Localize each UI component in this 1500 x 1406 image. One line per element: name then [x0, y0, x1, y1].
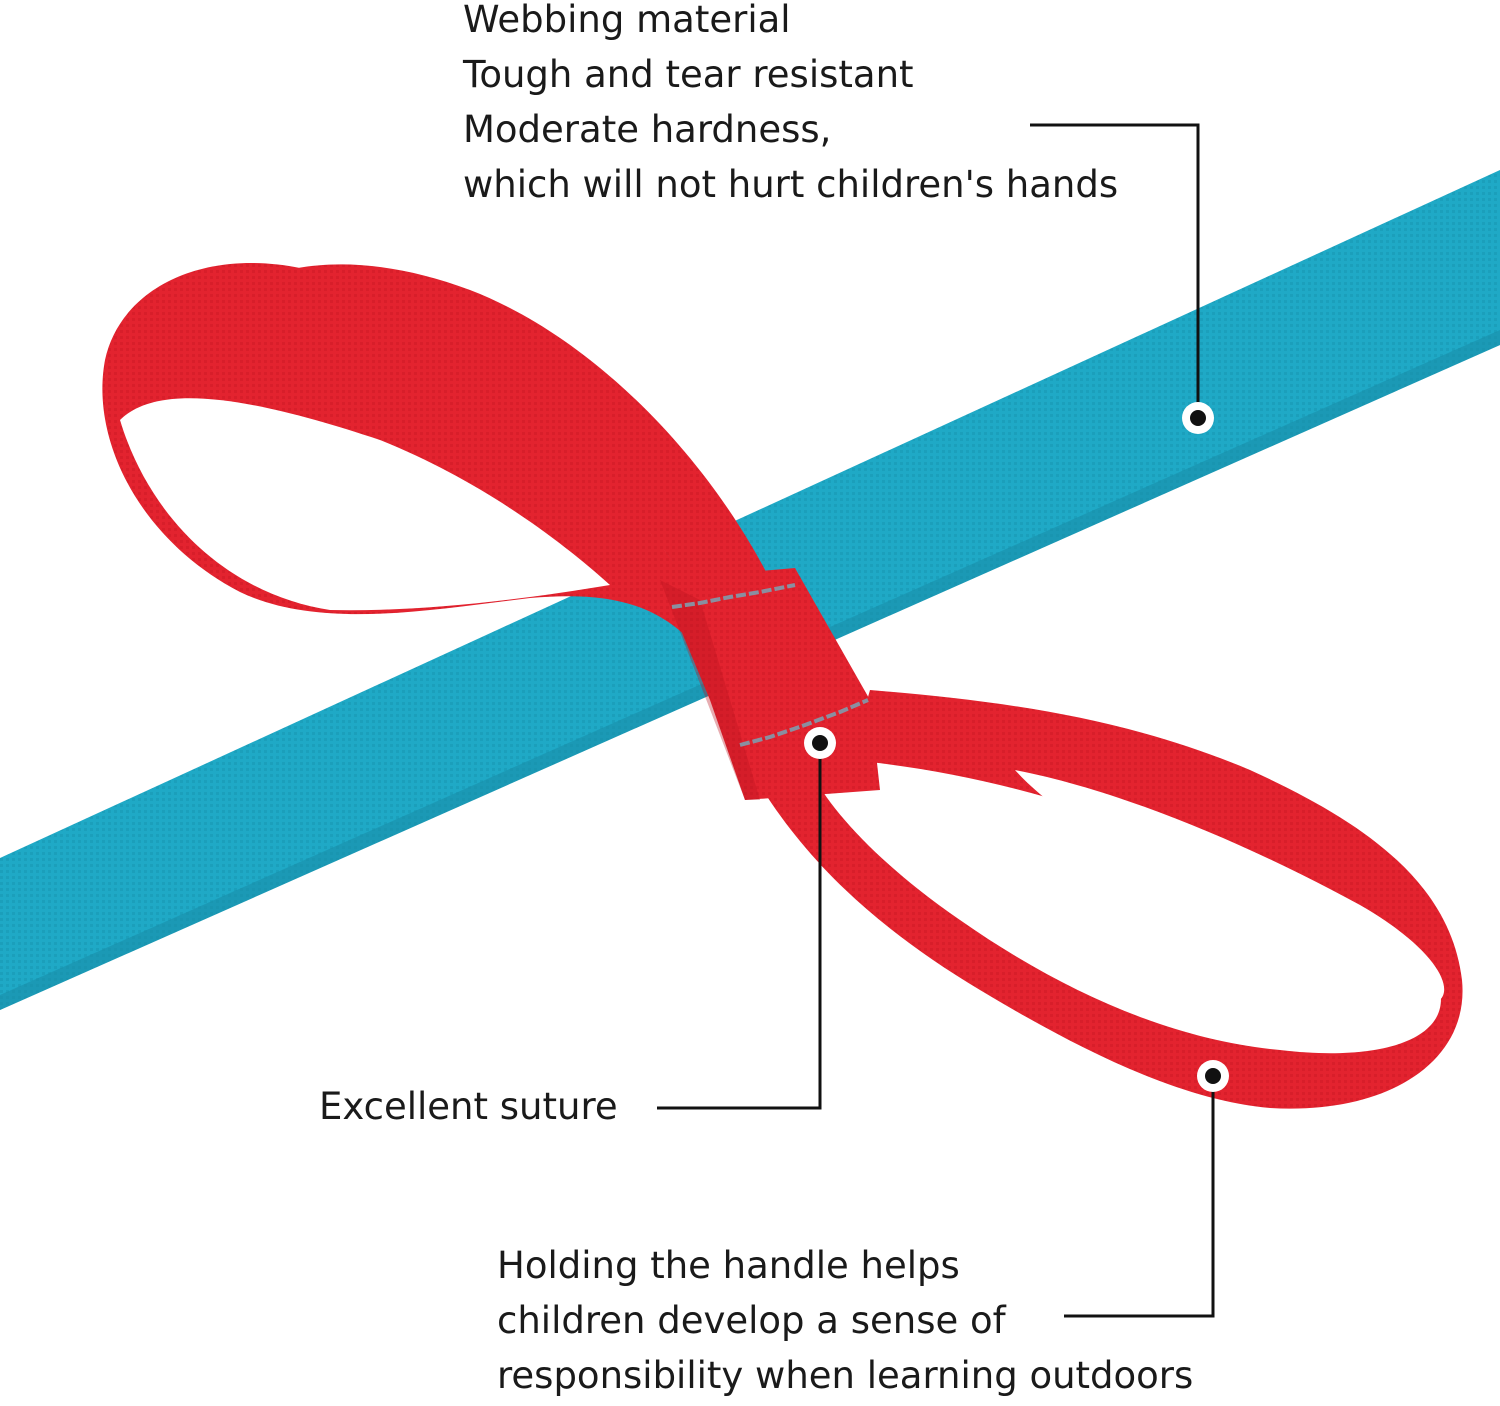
- red-handle-lower-hole: [1015, 770, 1445, 1000]
- callout-handle-line: responsibility when learning outdoors: [497, 1354, 1194, 1397]
- stitch-line-upper: [671, 583, 796, 609]
- callout-line-material: [1030, 123, 1200, 418]
- callout-material-text: Webbing material Tough and tear resistan…: [463, 0, 1118, 212]
- callout-handle-line: Holding the handle helps: [497, 1244, 960, 1287]
- red-handle-fold-shade: [660, 580, 760, 800]
- callout-dot-icon: [1182, 402, 1214, 434]
- red-handle-upper-hole: [120, 398, 610, 611]
- red-handle-lower-loop: [745, 690, 1463, 1109]
- callout-material-line: Tough and tear resistant: [463, 53, 914, 96]
- callout-line-suture: [657, 743, 822, 1110]
- callout-dot-icon: [804, 727, 836, 759]
- red-handle: [102, 263, 1463, 1109]
- callout-suture-text: Excellent suture: [319, 1079, 618, 1134]
- callout-material-line: Webbing material: [463, 0, 791, 41]
- stitch-line-lower: [739, 698, 869, 747]
- callout-suture-line: Excellent suture: [319, 1085, 618, 1128]
- callout-line-handle: [1064, 1076, 1215, 1318]
- callout-handle-text: Holding the handle helps children develo…: [497, 1238, 1193, 1403]
- callout-material-line: which will not hurt children's hands: [463, 163, 1119, 206]
- callout-dot-icon: [1197, 1060, 1229, 1092]
- callout-material-line: Moderate hardness,: [463, 108, 832, 151]
- callout-handle-line: children develop a sense of: [497, 1299, 1006, 1342]
